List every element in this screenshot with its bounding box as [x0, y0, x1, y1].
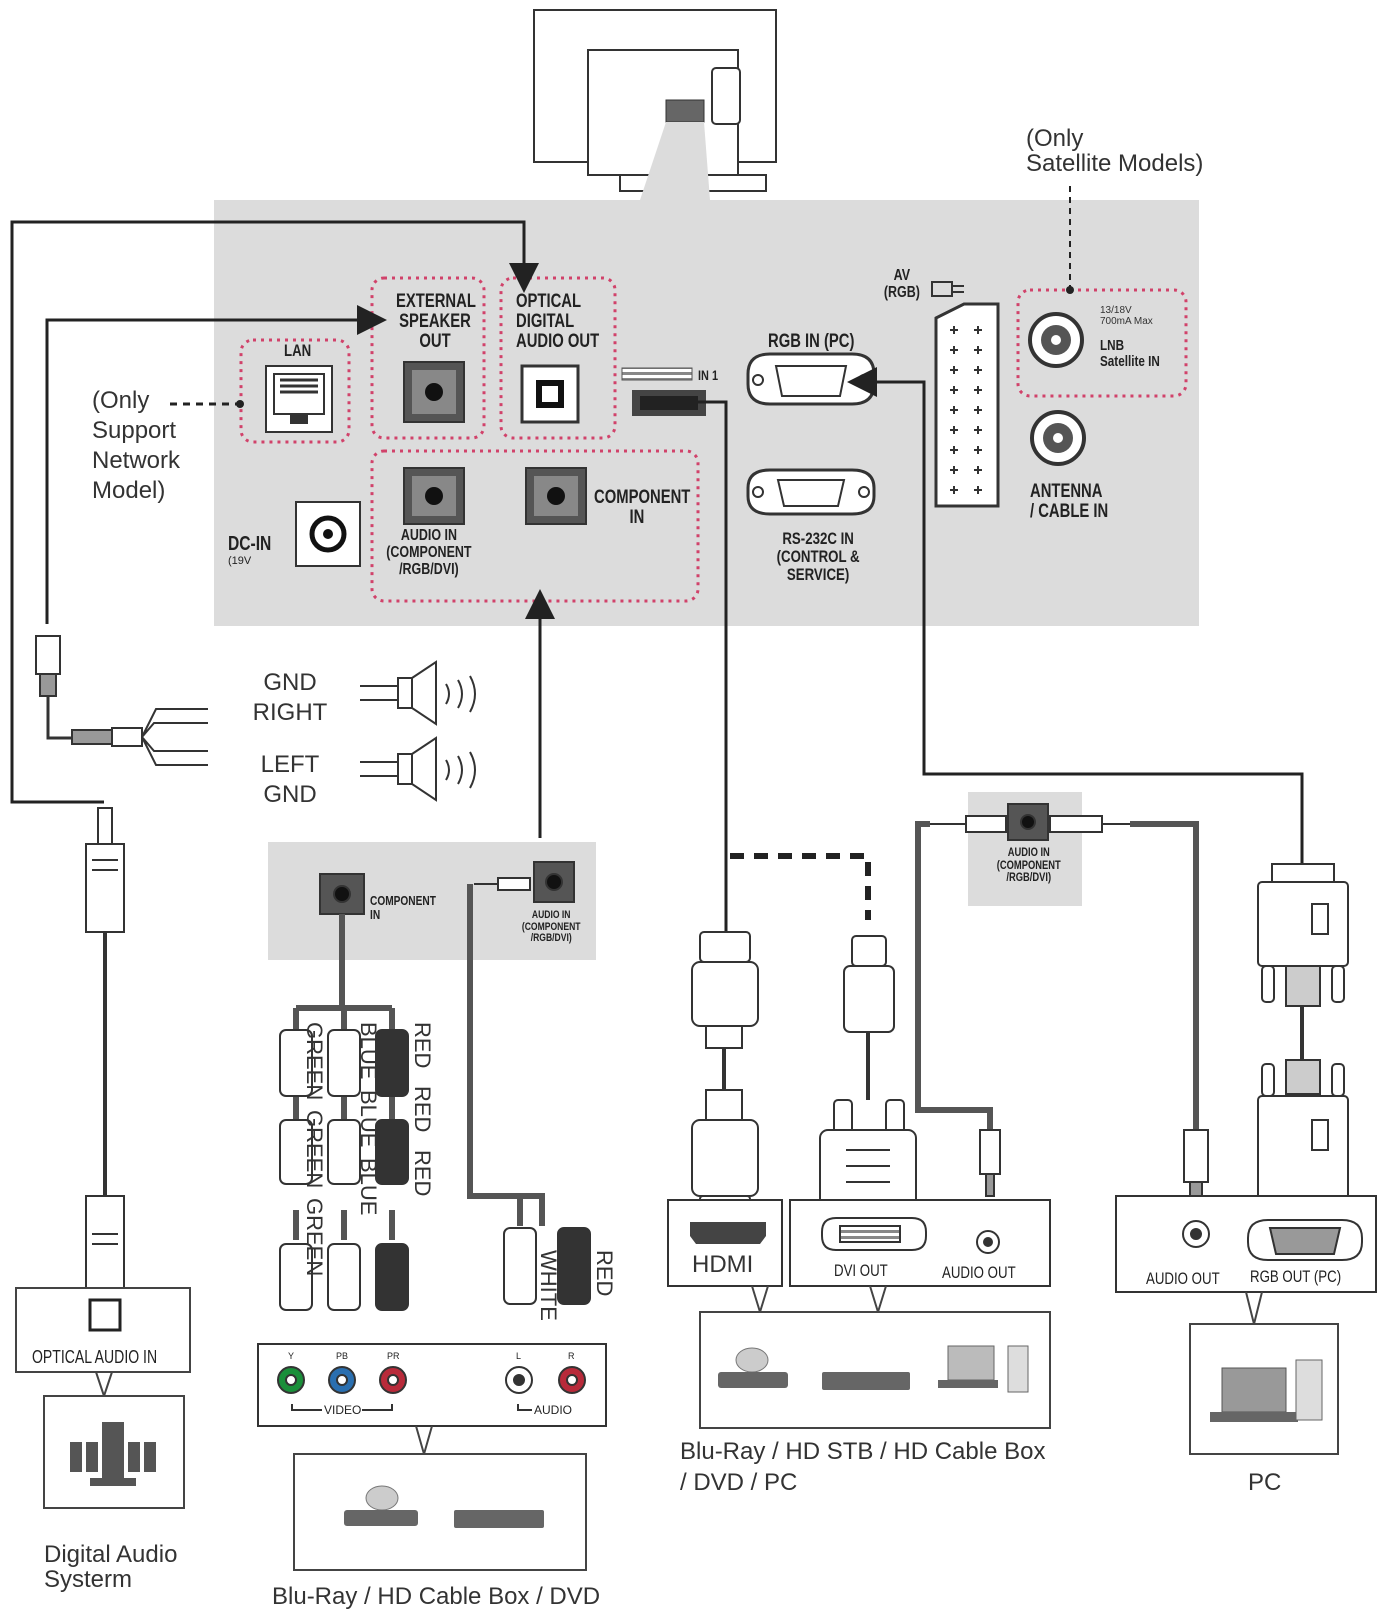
- optical-wire: [10, 220, 539, 804]
- rca-plugs: [279, 1029, 591, 1311]
- optical-cable: [85, 807, 125, 1315]
- speaker-icon-right: [360, 660, 476, 726]
- dvi-audio-in-label: AUDIO IN (COMPONENT /RGB/DVI): [996, 845, 1061, 885]
- box-audio-in-label: AUDIO IN (COMPONENT /RGB/DVI): [521, 909, 581, 945]
- lan-port: [265, 365, 333, 433]
- cable-red-1: RED: [410, 1022, 435, 1069]
- lan-label: LAN: [284, 341, 312, 360]
- pr-label: PR: [387, 1351, 400, 1361]
- tv-illustration: [533, 9, 777, 200]
- antenna-port: [1030, 410, 1086, 466]
- dc-in-spec: (19V: [228, 555, 252, 567]
- source-devices-icon: [718, 1345, 1029, 1393]
- dc-in-port: [295, 501, 361, 567]
- antenna-label: ANTENNA / CABLE IN: [1030, 481, 1109, 522]
- bluray-caption-1: Blu-Ray / HD Cable Box / DVD: [272, 1583, 601, 1610]
- satellite-note: (Only Satellite Models): [1026, 125, 1204, 178]
- hdmi-cable: [691, 931, 759, 1213]
- rgb-in-label: RGB IN (PC): [768, 331, 855, 352]
- pc-icon: [1210, 1359, 1323, 1422]
- left-label: LEFT: [260, 751, 320, 778]
- gnd-label-2: GND: [263, 781, 317, 808]
- speaker-icon-left: [360, 736, 476, 802]
- lnb-spec: 13/18V 700mA Max: [1100, 305, 1153, 327]
- ext-speaker-port: [403, 361, 465, 423]
- home-theater-icon: [70, 1422, 156, 1486]
- y-label: Y: [288, 1351, 295, 1361]
- lnb-port: [1028, 312, 1084, 368]
- optical-out-group: [499, 276, 617, 440]
- component-output-panel: [257, 1343, 607, 1427]
- lan-group: [239, 338, 351, 444]
- cable-red-2: RED: [410, 1086, 435, 1133]
- digital-audio-caption: Digital Audio Systerm: [44, 1541, 178, 1594]
- lnb-label: LNB Satellite IN: [1100, 337, 1160, 370]
- scart-icon: [931, 281, 964, 297]
- cable-green-3: GREEN: [302, 1198, 327, 1277]
- rs232-label: RS-232C IN (CONTROL & SERVICE): [776, 529, 860, 584]
- cable-red-3: RED: [410, 1150, 435, 1197]
- vga-cable: [1257, 863, 1349, 1205]
- audio-out-label-2: AUDIO OUT: [1146, 1269, 1220, 1288]
- r-label: R: [568, 1351, 575, 1361]
- tv-back-panel: [214, 200, 1199, 626]
- component-in-port: [525, 467, 587, 525]
- cable-blue-2: BLUE: [356, 1090, 381, 1148]
- hdmi-wire: [686, 400, 728, 932]
- component-in-label: COMPONENT IN: [594, 487, 691, 528]
- cable-green-2: GREEN: [302, 1110, 327, 1189]
- audio-out-label-1: AUDIO OUT: [942, 1263, 1016, 1282]
- rgb-in-port: [746, 352, 876, 406]
- cable-red-audio: RED: [592, 1250, 617, 1297]
- speaker-plug: [35, 635, 208, 766]
- dc-in-label: DC-IN: [228, 533, 272, 555]
- video-label: VIDEO: [324, 1403, 362, 1417]
- optical-out-label: OPTICAL DIGITAL AUDIO OUT: [516, 291, 600, 352]
- audio-label: AUDIO: [534, 1403, 573, 1417]
- optical-in-label: OPTICAL AUDIO IN: [32, 1347, 158, 1367]
- rgb-wire: [847, 367, 1304, 864]
- cable-blue-3: BLUE: [356, 1158, 381, 1216]
- rgb-out-label: RGB OUT (PC): [1250, 1267, 1342, 1286]
- ext-speaker-label: EXTERNAL SPEAKER OUT: [396, 291, 476, 352]
- speaker-wire: [45, 305, 387, 624]
- scart-port: [934, 302, 1000, 508]
- audio-in-label: AUDIO IN (COMPONENT /RGB/DVI): [386, 527, 472, 578]
- pb-label: PB: [336, 1351, 349, 1361]
- network-note: (Only Support Network Model): [92, 387, 181, 504]
- cable-blue-1: BLUE: [356, 1022, 381, 1080]
- cable-white: WHITE: [536, 1250, 561, 1321]
- av-rgb-label: AV (RGB): [883, 267, 920, 301]
- gnd-label-1: GND: [263, 669, 317, 696]
- optical-out-port: [520, 364, 580, 424]
- cable-green-1: GREEN: [302, 1022, 327, 1101]
- hdmi-in-label: IN 1: [698, 367, 719, 383]
- hdmi-label: HDMI: [692, 1251, 754, 1278]
- satellite-group: [1016, 288, 1188, 398]
- hdmi-in-port: [621, 367, 706, 416]
- dvi-out-label: DVI OUT: [834, 1261, 888, 1280]
- dvi-cable: [819, 935, 917, 1211]
- rs232-port: [746, 468, 876, 516]
- audio-in-port: [403, 467, 465, 525]
- right-label: RIGHT: [252, 699, 328, 726]
- pc-caption: PC: [1248, 1469, 1282, 1496]
- bluray-caption-2: Blu-Ray / HD STB / HD Cable Box / DVD / …: [680, 1438, 1046, 1497]
- bluray-player-icon: [344, 1485, 544, 1528]
- speaker-out-group: [370, 276, 486, 440]
- l-label: L: [516, 1351, 522, 1361]
- box-component-in-label: COMPONENT IN: [370, 893, 436, 922]
